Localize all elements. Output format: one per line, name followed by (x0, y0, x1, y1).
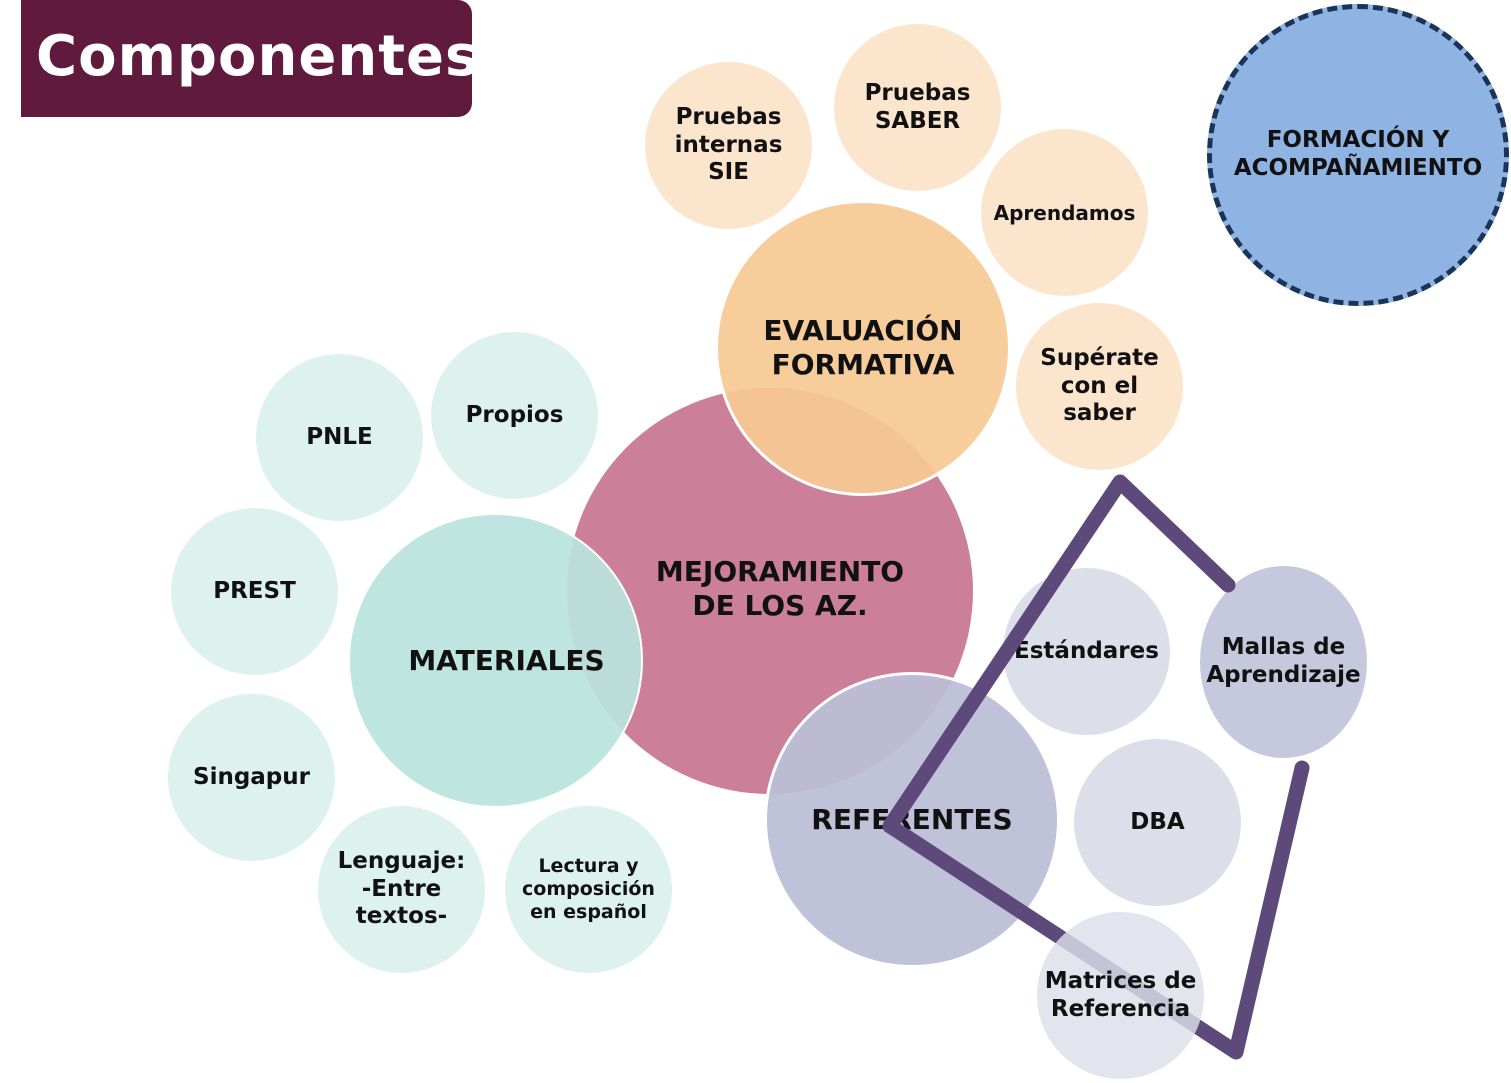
title-banner (21, 0, 472, 117)
bubble-pnle: PNLE (256, 354, 423, 521)
bubble-superate: Supérate con el saber (1016, 303, 1183, 470)
bubble-aprendamos: Aprendamos (981, 129, 1148, 296)
bubble-formacion: FORMACIÓN Y ACOMPAÑAMIENTO (1207, 4, 1509, 306)
bubble-mallas: Mallas de Aprendizaje (1200, 566, 1367, 758)
bubble-matrices: Matrices de Referencia (1037, 912, 1204, 1079)
bubble-prest: PREST (171, 508, 338, 675)
bubble-propios: Propios (431, 332, 598, 499)
bubble-pruebas-saber: Pruebas SABER (834, 24, 1001, 191)
bubble-evaluacion: EVALUACIÓN FORMATIVA (715, 200, 1011, 496)
bubble-lenguaje: Lenguaje: -Entre textos- (318, 806, 485, 973)
bubble-singapur: Singapur (168, 694, 335, 861)
bubble-dba: DBA (1074, 739, 1241, 906)
bubble-lectura: Lectura y composición en español (505, 806, 672, 973)
bubble-pruebas-internas: Pruebas internas SIE (645, 62, 812, 229)
bubble-referentes: REFERENTES (764, 672, 1060, 968)
bubble-materiales: MATERIALES (348, 513, 643, 808)
bubble-estandares: Estándares (1003, 568, 1170, 735)
bracket-line (882, 474, 1310, 1060)
page-title: Componentes (36, 24, 480, 89)
